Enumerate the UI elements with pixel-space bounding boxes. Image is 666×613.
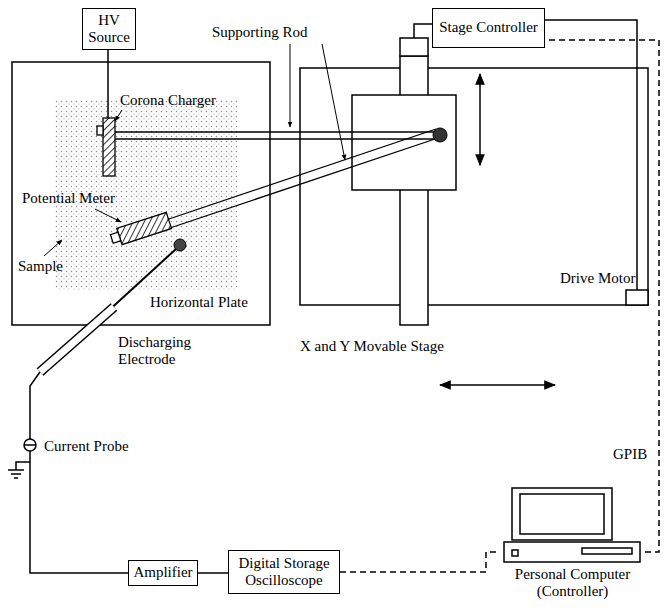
motor-wire: [545, 20, 637, 290]
motor-wire: [414, 24, 432, 38]
signal-wire: [30, 372, 128, 573]
part-label: Potential Meter: [22, 190, 115, 207]
box-text: HV Source: [86, 12, 132, 47]
data-bus: [545, 40, 659, 552]
part-label: Discharging Electrode: [118, 334, 218, 369]
leader-line: [95, 209, 121, 222]
computer-icon: [504, 488, 640, 562]
box-text: Personal Computer (Controller): [503, 566, 642, 601]
leader-line: [44, 240, 62, 256]
controller-box: Stage Controller: [432, 8, 545, 48]
box-text: Amplifier: [133, 564, 192, 581]
part-label: Supporting Rod: [212, 24, 307, 41]
potential-meter: [109, 212, 171, 247]
xy-stage: [626, 290, 648, 305]
part-label: Corona Charger: [120, 92, 216, 109]
ground-symbol: [8, 462, 30, 478]
box-text: Digital Storage Oscilloscope: [232, 555, 336, 590]
part-label: Horizontal Plate: [150, 294, 248, 311]
computer-part: [512, 488, 612, 540]
part-label: Drive Motor: [560, 270, 635, 287]
amplifier-box: Amplifier: [128, 560, 198, 586]
xy-stage: [300, 68, 648, 305]
pivot-joint: [433, 128, 447, 142]
instrument-box: Digital Storage Oscilloscope: [228, 550, 340, 594]
motor-wire: [414, 20, 637, 290]
motion-arrow: [440, 384, 555, 386]
computer-part: [512, 550, 518, 556]
discharging-electrode: [40, 307, 114, 372]
motion-arrow: [440, 74, 555, 385]
horizontal-plate: [12, 62, 270, 325]
bus-label: GPIB: [613, 446, 647, 463]
current-probe: [24, 439, 36, 451]
horizontal-plate: [12, 62, 270, 325]
hv-wire: [107, 50, 109, 118]
computer-part: [582, 548, 632, 554]
ground-symbol: [16, 462, 30, 470]
leader-line: [322, 44, 345, 160]
xy-stage: [400, 38, 428, 56]
supporting-rod: [170, 138, 438, 228]
computer-node: Personal Computer (Controller): [500, 486, 645, 612]
part-label: X and Y Movable Stage: [300, 338, 444, 355]
supporting-rod: [115, 138, 438, 139]
xy-stage: [352, 95, 456, 190]
box-text: Stage Controller: [439, 19, 538, 36]
supporting-rod: [115, 131, 438, 132]
computer-part: [520, 494, 604, 534]
motion-arrow: [479, 74, 481, 165]
data-bus: [340, 552, 500, 572]
leader-line: [44, 44, 345, 256]
supporting-rod: [166, 129, 436, 220]
potential-meter: [110, 232, 120, 243]
current-probe: [24, 444, 36, 446]
leader-line: [115, 110, 122, 121]
source-box: HV Source: [82, 8, 136, 50]
corona-charger: [97, 126, 103, 135]
pivot-joint: [433, 128, 447, 142]
signal-line: [198, 572, 228, 574]
xy-stage: [300, 38, 648, 325]
current-probe: [24, 439, 36, 451]
computer-icon: [500, 486, 645, 566]
corona-charger: [103, 118, 115, 176]
discharging-electrode: [40, 307, 114, 372]
part-label: Current Probe: [44, 438, 129, 455]
potential-meter: [117, 212, 172, 244]
corona-charger: [97, 118, 115, 176]
part-label: Sample: [18, 258, 63, 275]
leader-line: [290, 44, 291, 127]
discharging-electrode: [174, 239, 186, 251]
hv-wire: [108, 50, 109, 118]
ground-symbol: [11, 473, 21, 475]
ground-symbol: [8, 469, 24, 471]
computer-part: [504, 542, 640, 562]
ground-symbol: [14, 477, 18, 479]
signal-wire: [30, 372, 128, 573]
